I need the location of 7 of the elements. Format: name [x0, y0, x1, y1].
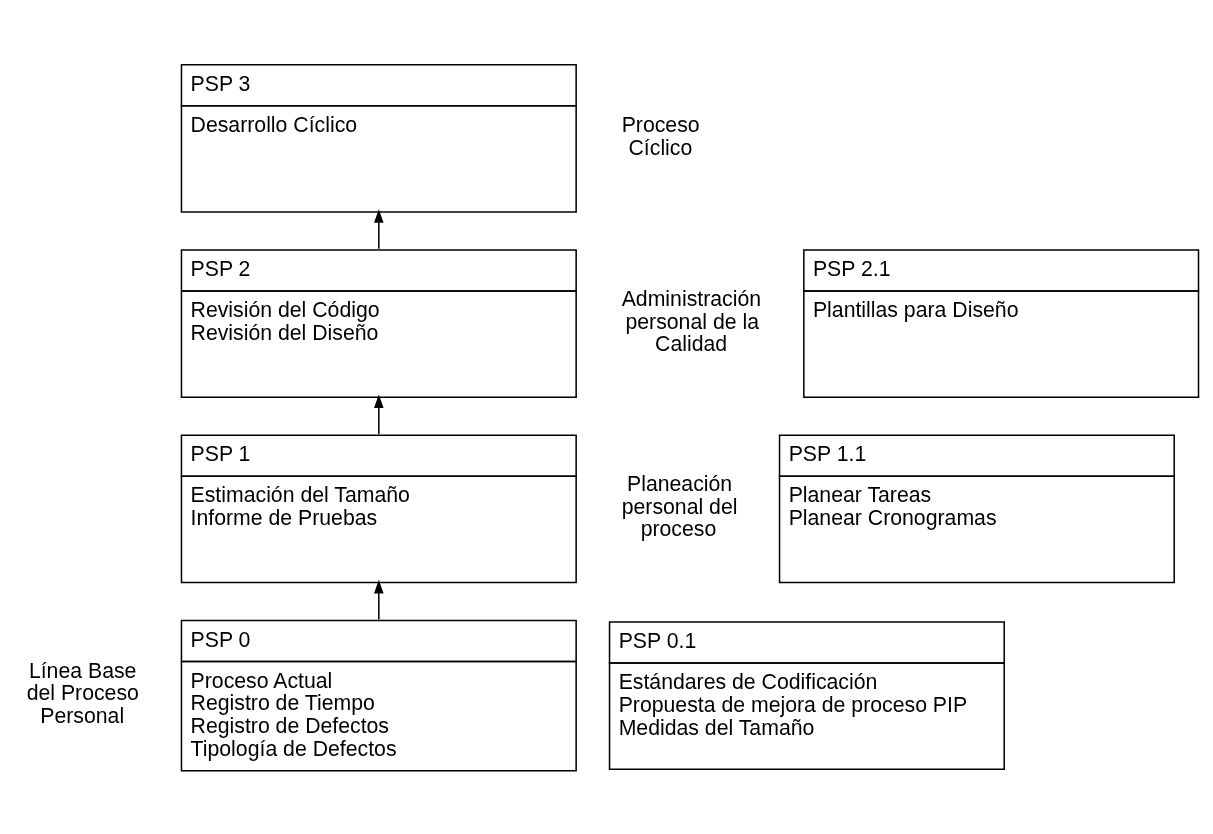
arrow: [374, 209, 384, 250]
label: Planeación personal del proceso: [621, 471, 738, 542]
label: Administración personal de la Calidad: [621, 286, 762, 357]
arrow: [374, 394, 384, 435]
label: Proceso Cíclico: [621, 112, 700, 160]
arrow: [374, 579, 384, 621]
label: Línea Base del Proceso Personal: [26, 658, 139, 729]
